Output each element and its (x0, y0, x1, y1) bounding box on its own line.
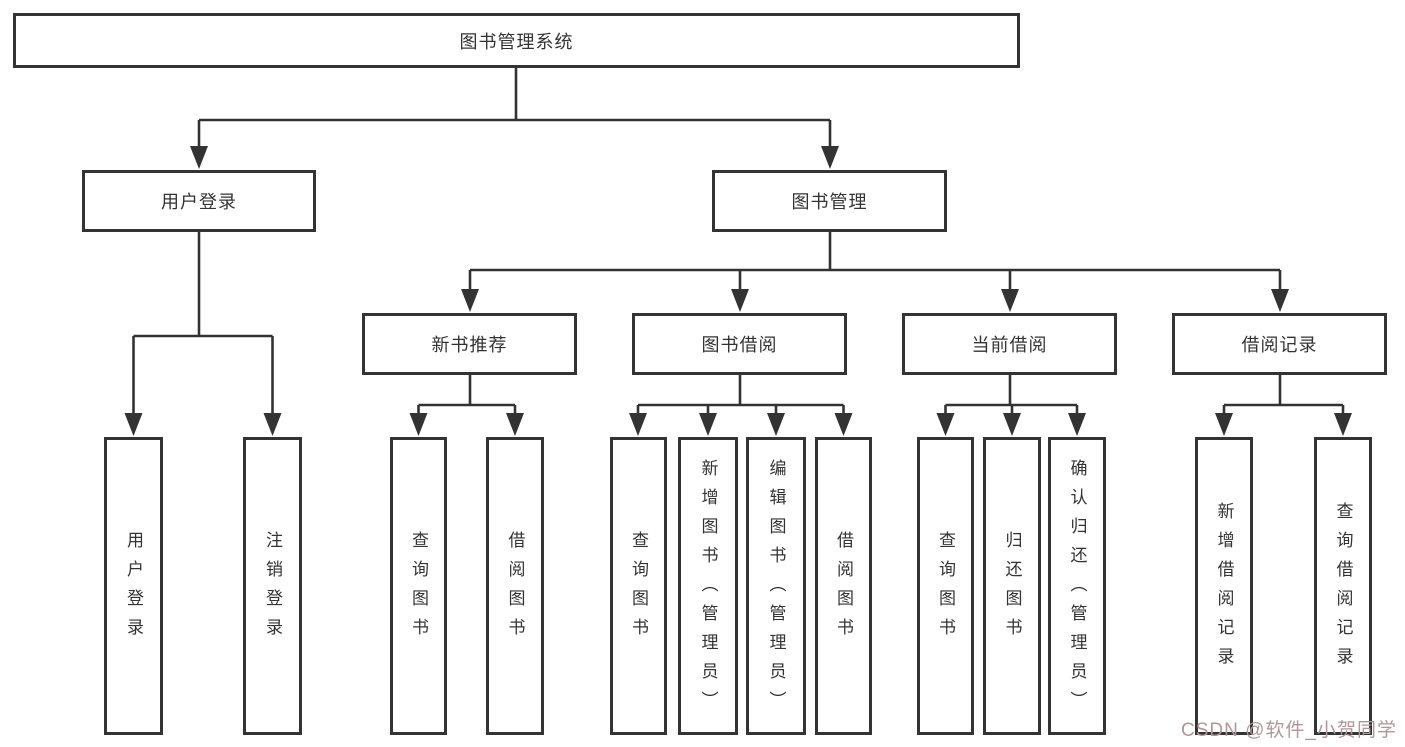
leaf-add-book-admin: 新增图书（管理员） (678, 437, 738, 735)
node-user-login-label: 用户登录 (161, 192, 237, 212)
leaf-query-book-current: 查询图书 (917, 437, 974, 735)
node-book-borrow: 图书借阅 (632, 313, 847, 375)
root-box-system: 图书管理系统 (13, 13, 1020, 68)
node-new-book-recommend-label: 新书推荐 (431, 335, 508, 355)
leaf-query-book-recommend: 查询图书 (390, 437, 447, 735)
node-book-borrow-label: 图书借阅 (701, 335, 778, 355)
leaf-query-borrow-record: 查询借阅记录 (1314, 437, 1372, 735)
leaf-return-book: 归还图书 (983, 437, 1041, 735)
watermark: CSDN @软件_小贺同学 (1181, 720, 1397, 741)
node-borrow-records-label: 借阅记录 (1241, 335, 1318, 355)
leaf-add-borrow-record: 新增借阅记录 (1195, 437, 1253, 735)
leaf-confirm-return-admin: 确认归还（管理员） (1048, 437, 1106, 735)
node-book-management-label: 图书管理 (791, 192, 868, 212)
node-book-management: 图书管理 (712, 170, 947, 232)
leaf-edit-book-admin: 编辑图书（管理员） (746, 437, 806, 735)
node-current-borrow: 当前借阅 (902, 313, 1117, 375)
leaf-borrow-book: 借阅图书 (815, 437, 872, 735)
node-user-login: 用户登录 (82, 170, 316, 232)
leaf-borrow-book-recommend: 借阅图书 (486, 437, 544, 735)
node-current-borrow-label: 当前借阅 (971, 335, 1048, 355)
node-borrow-records: 借阅记录 (1172, 313, 1387, 375)
leaf-logout: 注销登录 (243, 437, 302, 735)
root-label: 图书管理系统 (459, 31, 574, 52)
node-new-book-recommend: 新书推荐 (362, 313, 577, 375)
leaf-query-book-borrow: 查询图书 (610, 437, 667, 735)
leaf-user-login: 用户登录 (104, 437, 163, 735)
arrowhead-group (124, 146, 1352, 436)
